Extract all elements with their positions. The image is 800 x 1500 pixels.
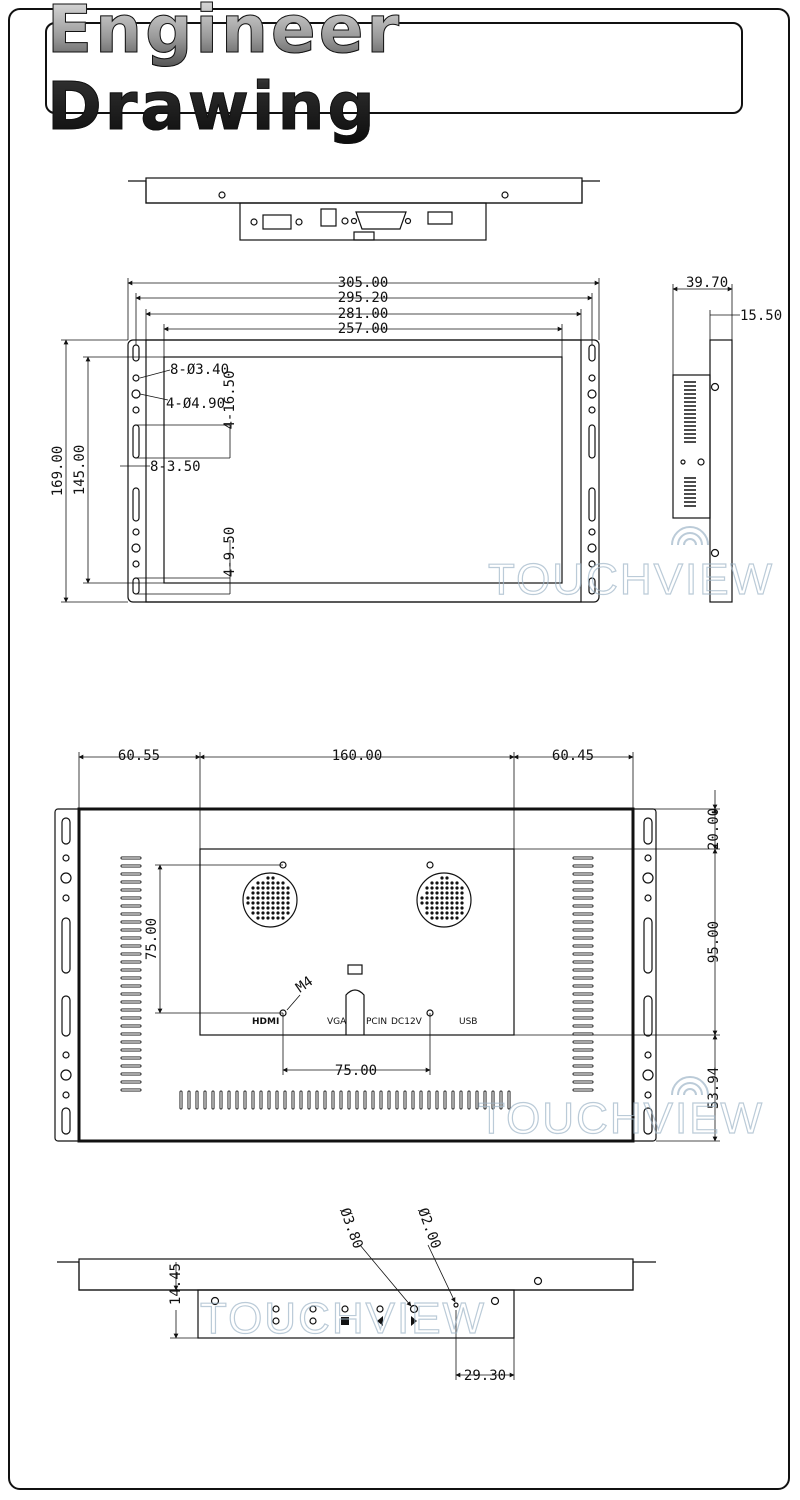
dim-slot-16: 4-16.50 (222, 370, 238, 429)
dim-side-bezel: 15.50 (740, 308, 782, 324)
front-view (127, 339, 600, 603)
dim-holes-8: 8-Ø3.40 (170, 362, 229, 378)
menu-button-icon (341, 1317, 349, 1325)
dim-rear-bottom: 53.94 (706, 1067, 722, 1109)
front-view-labels: 305.00 295.20 281.00 257.00 169.00 145.0… (50, 275, 388, 577)
bottom-view-dimensions (170, 1244, 515, 1380)
left-button-icon (377, 1316, 383, 1326)
rear-view-labels: 60.55 160.00 60.45 20.00 95.00 53.94 75.… (118, 748, 722, 1109)
watermark-text-2: TOUCHVIEW (478, 1094, 764, 1143)
dim-145: 145.00 (72, 445, 88, 496)
port-vga: VGA (327, 1017, 347, 1027)
dim-vesa-horizontal: 75.00 (335, 1063, 377, 1079)
dim-hole-a: Ø3.80 (336, 1206, 365, 1251)
screw-label: M4 (293, 974, 316, 997)
watermark-logo: TOUCHVIEW TOUCHVIEW TOUCHVIEW (199, 526, 774, 1344)
dim-rear-top: 20.00 (706, 808, 722, 850)
rear-view-dimensions (78, 752, 720, 1142)
bottom-view (57, 1258, 656, 1339)
front-view-dimensions (61, 278, 600, 603)
port-hdmi: HDMI (252, 1017, 279, 1027)
dim-rear-left: 60.55 (118, 748, 160, 764)
dim-side-depth: 39.70 (686, 275, 728, 291)
dim-slot-8: 8-3.50 (150, 459, 201, 475)
drawing-frame (8, 8, 790, 1490)
dim-bottom-height: 14.45 (168, 1263, 184, 1305)
top-view (128, 177, 600, 241)
title-banner: Engineer Drawing (45, 0, 743, 146)
right-button-icon (411, 1316, 417, 1326)
dim-slot-9: 4-9.50 (222, 527, 238, 578)
dim-169: 169.00 (50, 446, 66, 497)
wifi-icon (671, 526, 709, 1096)
dim-holes-4: 4-Ø4.90 (166, 396, 225, 412)
side-view (672, 284, 740, 603)
watermark-text-1: TOUCHVIEW (488, 555, 774, 604)
dim-rear-right: 60.45 (552, 748, 594, 764)
vent-slots (120, 856, 594, 1110)
dim-305: 305.00 (338, 275, 389, 291)
speaker-grilles (246, 876, 464, 920)
dim-hole-b: Ø2.00 (414, 1206, 443, 1251)
dim-295: 295.20 (338, 290, 389, 306)
dim-257: 257.00 (338, 321, 389, 337)
dim-rear-center: 160.00 (332, 748, 383, 764)
watermark-text-3: TOUCHVIEW (200, 1294, 486, 1343)
bottom-view-buttons (341, 1316, 417, 1326)
dim-281: 281.00 (338, 306, 389, 322)
port-dc12v: DC12V (391, 1017, 423, 1027)
dim-rear-mid: 95.00 (706, 921, 722, 963)
page-title: Engineer Drawing (47, 0, 741, 146)
port-pcin: PCIN (366, 1017, 387, 1027)
dim-bottom-offset: 29.30 (464, 1368, 506, 1384)
rear-view (54, 807, 657, 1143)
port-usb: USB (459, 1017, 477, 1027)
dim-vesa-vertical: 75.00 (144, 918, 160, 960)
